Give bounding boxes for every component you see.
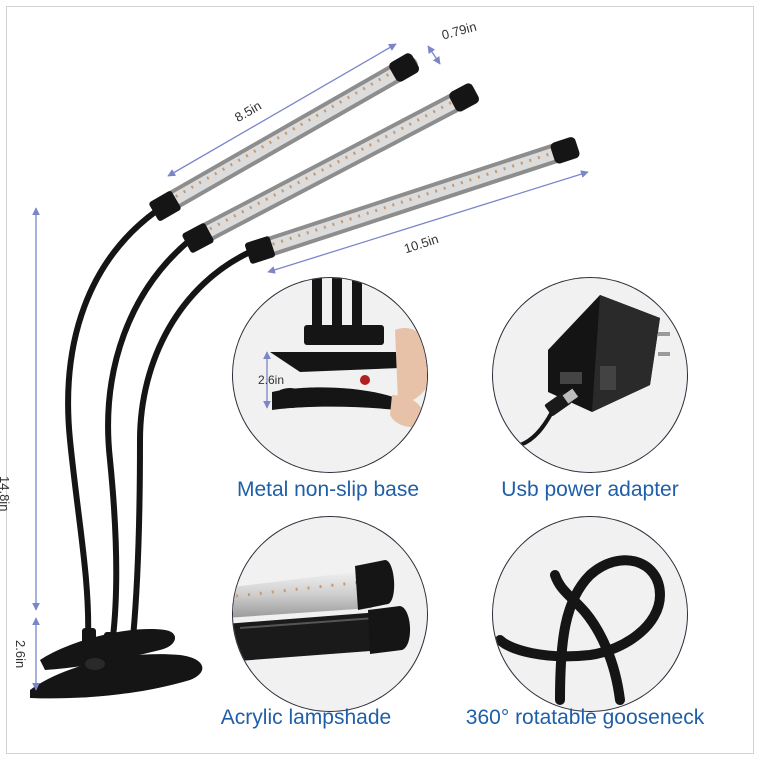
caption-metal-base: Metal non-slip base [236, 478, 420, 501]
dimension-lines [32, 43, 589, 691]
caption-usb-adapter: Usb power adapter [501, 478, 679, 501]
feature-circle-adapter [492, 277, 688, 473]
clip-base [30, 628, 203, 699]
dim-label-clip-height: 2.6in [13, 640, 28, 669]
feature-circle-lampshade [232, 516, 428, 712]
dim-label-total-height: 14.8in [0, 476, 12, 512]
gooseneck-arm-left [65, 209, 158, 643]
feature-circle-base [232, 277, 428, 473]
caption-gooseneck: 360° rotatable gooseneck [465, 706, 705, 729]
caption-acrylic-lampshade: Acrylic lampshade [220, 706, 392, 729]
lamp-tubes [149, 53, 580, 264]
dim-line-short-tube [167, 43, 397, 177]
dim-line-diameter [427, 45, 441, 65]
gooseneck-arm-right [129, 249, 253, 651]
dim-label-clip-opening: 2.6in [258, 373, 285, 387]
dim-line-long-tube [267, 170, 589, 274]
gooseneck-arms [65, 209, 253, 651]
feature-circle-gooseneck [492, 516, 688, 712]
gooseneck-arm-middle [105, 237, 193, 648]
